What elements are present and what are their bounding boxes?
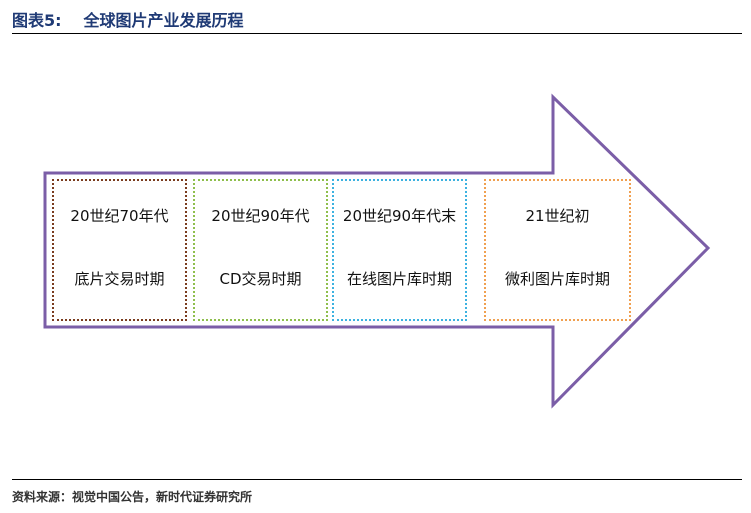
stage-era-label: 20世纪90年代末	[342, 207, 457, 225]
stage-era-label: 21世纪初	[525, 207, 590, 225]
stage-3-box: 20世纪90年代末 在线图片库时期	[332, 179, 467, 321]
stage-phase-label: CD交易时期	[219, 270, 302, 288]
source-note: 资料来源：视觉中国公告，新时代证券研究所	[12, 490, 253, 504]
stage-2-box: 20世纪90年代 CD交易时期	[193, 179, 328, 321]
figure-label: 图表5:	[12, 11, 62, 30]
figure-title: 图表5: 全球图片产业发展历程	[12, 6, 244, 32]
stage-phase-label: 底片交易时期	[74, 270, 165, 288]
arrow-outline-shape	[43, 93, 711, 409]
stage-era-label: 20世纪70年代	[70, 207, 169, 225]
stage-era-label: 20世纪90年代	[211, 207, 310, 225]
bottom-rule	[12, 479, 742, 480]
stage-1-box: 20世纪70年代 底片交易时期	[52, 179, 187, 321]
figure-title-text: 全球图片产业发展历程	[83, 11, 244, 30]
stage-4-box: 21世纪初 微利图片库时期	[484, 179, 631, 321]
top-rule	[12, 33, 742, 34]
stage-phase-label: 在线图片库时期	[346, 270, 452, 288]
stage-phase-label: 微利图片库时期	[504, 270, 610, 288]
